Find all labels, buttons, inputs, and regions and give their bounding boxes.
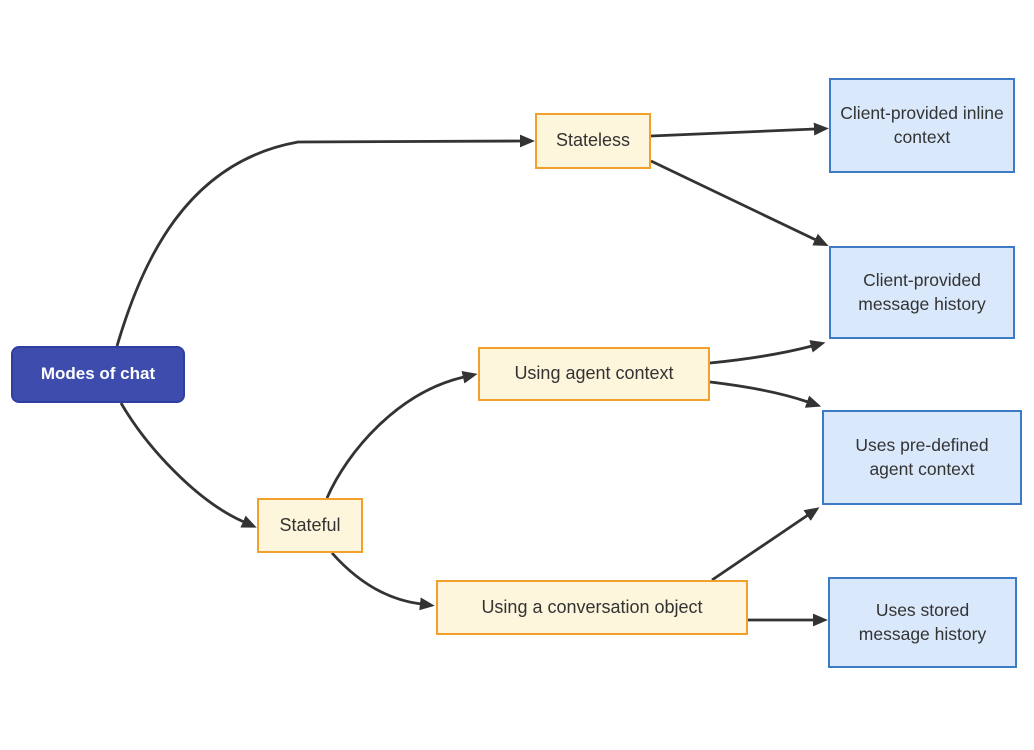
node-client-provided-inline-context: Client-provided inline context (829, 78, 1015, 173)
node-label: Stateless (555, 130, 631, 151)
edge-conversation-to-predefined (711, 507, 820, 582)
node-modes-of-chat: Modes of chat (11, 346, 185, 403)
node-label: Using agent context (514, 363, 674, 384)
node-label: Client-provided inline context (840, 103, 1004, 147)
node-label: Modes of chat (40, 364, 156, 384)
node-using-conversation-object: Using a conversation object (436, 580, 748, 635)
node-label: Uses pre-defined agent context (855, 435, 989, 479)
node-stateless: Stateless (535, 113, 651, 169)
edge-stateful-to-agent-context (325, 370, 478, 499)
edge-stateless-to-message-history (650, 159, 829, 247)
node-client-provided-message-history: Client-provided message history (829, 246, 1015, 339)
node-uses-predefined-agent-context: Uses pre-defined agent context (822, 410, 1022, 505)
node-stateful: Stateful (257, 498, 363, 553)
edge-stateless-to-inline-context (650, 122, 829, 138)
edge-stateful-to-conversation (330, 552, 435, 611)
edge-modes-to-stateful (119, 402, 257, 528)
edge-agent-context-to-message-history (709, 340, 826, 365)
edge-modes-to-stateless (115, 134, 535, 347)
node-label: Using a conversation object (481, 596, 703, 617)
node-using-agent-context: Using agent context (478, 347, 710, 401)
node-label: Stateful (279, 514, 341, 535)
node-uses-stored-message-history: Uses stored message history (828, 577, 1017, 668)
node-label: Client-provided message history (858, 270, 986, 314)
node-label: Uses stored message history (858, 600, 987, 644)
edge-agent-context-to-predefined (709, 380, 822, 408)
